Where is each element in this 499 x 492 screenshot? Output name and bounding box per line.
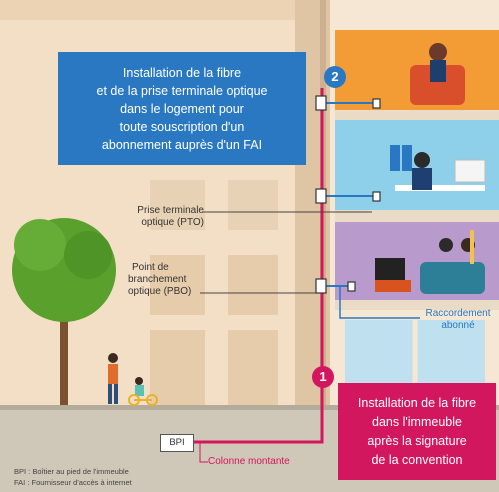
raccordement-label-line: abonné [441,320,475,331]
pto-label-line: Prise terminale [137,205,204,216]
pbo-label: Point de branchement optique (PBO) [128,262,200,298]
top-callout-line: toute souscription d'un [119,119,245,134]
top-callout-line: dans le logement pour [120,101,244,116]
top-callout-line: abonnement auprès d'un FAI [101,137,263,152]
pbo-box-floor2 [315,188,327,204]
step-2-badge: 2 [324,66,346,88]
bottom-callout: Installation de la fibre dans l'immeuble… [338,383,496,480]
pto-label: Prise terminale optique (PTO) [112,205,204,229]
top-callout: Installation de la fibre et de la prise … [58,52,306,165]
pto-box-floor3 [347,281,356,292]
bottom-callout-line: dans l'immeuble [372,414,462,429]
colonne-leader [199,442,208,463]
top-callout-line: et de la prise terminale optique [96,83,268,98]
top-callout-line: Installation de la fibre [122,65,242,80]
colonne-montante-label: Colonne montante [208,456,290,467]
raccordement-line [339,286,420,319]
legend-line: FAI : Fournisseur d'accès à internet [14,478,132,487]
pbo-label-line: branchement [128,274,187,285]
pto-box-floor1 [372,98,381,109]
pbo-label-line: Point de [132,262,169,273]
riser-fiber-line [192,88,324,444]
pbo-box-floor3 [315,278,327,294]
pto-box-floor2 [372,191,381,202]
bottom-callout-line: de la convention [371,452,463,467]
raccordement-label-line: Raccordement [425,308,491,319]
legend: BPI : Boîtier au pied de l'immeuble FAI … [14,466,132,488]
bottom-callout-line: Installation de la fibre [357,395,477,410]
pto-label-line: optique (PTO) [141,217,204,228]
bottom-callout-line: après la signature [367,433,467,448]
bpi-box: BPI [160,434,194,452]
pbo-box-floor1 [315,95,327,111]
pbo-label-line: optique (PBO) [128,286,192,297]
tree-trunk [60,300,68,405]
legend-line: BPI : Boîtier au pied de l'immeuble [14,467,129,476]
raccordement-label: Raccordement abonné [418,308,498,332]
step-1-badge: 1 [312,366,334,388]
